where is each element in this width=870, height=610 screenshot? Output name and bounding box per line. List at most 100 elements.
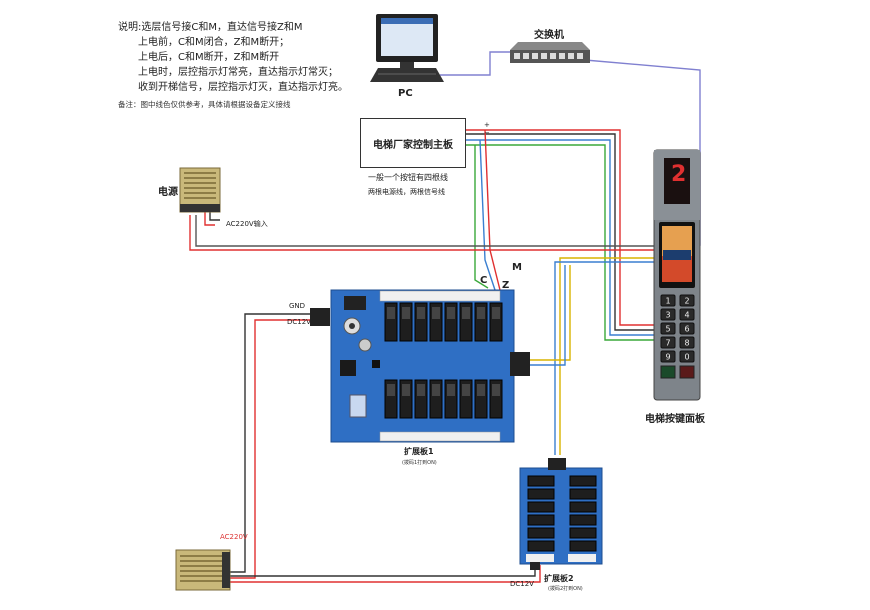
relay: [527, 540, 555, 552]
board1-connector: [510, 352, 530, 376]
keypad-key-8[interactable]: 8: [679, 336, 695, 349]
m-blue-wire: [554, 261, 655, 455]
relay: [474, 302, 488, 342]
ac220v-label: AC220V: [220, 533, 248, 541]
notes-line-2: 上电后，C和M断开，Z和M断开: [138, 52, 280, 63]
board1-label: 扩展板1: [404, 447, 434, 456]
pc-icon: [370, 14, 444, 82]
keypad: 1 2 3 4 5 6 7 8 9 0: [660, 294, 695, 363]
c-green-wire: [474, 145, 489, 289]
switch-icon: [510, 42, 590, 63]
notes-line-1: 上电前，C和M闭合，Z和M断开；: [138, 37, 290, 48]
relay-bank-2: [527, 475, 597, 552]
panel-bottom-buttons: [660, 365, 695, 379]
keypad-key-label: 5: [665, 325, 670, 334]
relay: [569, 527, 597, 539]
c-blue-wire: [479, 139, 496, 291]
relay: [489, 302, 503, 342]
relay: [384, 379, 398, 419]
notes-line-4: 收到开梯信号，层控指示灯灭，直达指示灯亮。: [138, 82, 348, 93]
pc-switch-wire: [440, 51, 510, 76]
relay: [527, 488, 555, 500]
board1-out-yellow: [530, 265, 571, 361]
notes-block: 说明:选层信号接C和M，直达信号接Z和M 上电前，C和M闭合，Z和M断开； 上电…: [118, 20, 348, 112]
keypad-key-0[interactable]: 0: [679, 350, 695, 363]
keypad-key-2[interactable]: 2: [679, 294, 695, 307]
keypad-key-4[interactable]: 4: [679, 308, 695, 321]
keypad-key-label: 4: [684, 311, 689, 320]
power-top-label: 电源: [158, 187, 178, 198]
relay: [444, 302, 458, 342]
dc-red-wire-2: [230, 565, 541, 583]
dc-black-wire-2: [230, 565, 536, 577]
switch-label: 交换机: [534, 30, 564, 41]
ac-red-wire: [204, 208, 215, 226]
dc-black-wire-1: [230, 313, 320, 573]
keypad-key-label: 1: [665, 297, 670, 306]
relay: [414, 379, 428, 419]
c-label: C: [480, 275, 488, 286]
keypad-key-label: 8: [684, 339, 689, 348]
keypad-key-label: 2: [684, 297, 689, 306]
relay-bank-1: [384, 302, 503, 419]
power-supply-top-icon: [179, 167, 221, 213]
relay: [474, 379, 488, 419]
notes-line-3: 上电时，层控指示灯常亮，直达指示灯常灭；: [138, 67, 338, 78]
relay: [527, 514, 555, 526]
m-yellow-wire: [559, 257, 655, 455]
keypad-key-label: 6: [684, 325, 689, 334]
dc12v-label-2: DC12V: [510, 580, 534, 588]
relay: [414, 302, 428, 342]
relay: [489, 379, 503, 419]
gnd-label: GND: [289, 302, 306, 310]
dc-red-wire-1: [230, 319, 320, 579]
power-black-wire: [195, 215, 655, 247]
keypad-key-7[interactable]: 7: [660, 336, 676, 349]
relay: [569, 501, 597, 513]
keypad-key-label: 9: [665, 353, 670, 362]
keypad-key-3[interactable]: 3: [660, 308, 676, 321]
relay: [429, 302, 443, 342]
relay: [527, 527, 555, 539]
keypad-key-9[interactable]: 9: [660, 350, 676, 363]
expansion-board-2: [519, 458, 603, 570]
relay: [399, 379, 413, 419]
relay: [527, 475, 555, 487]
board1-sub-label: (拨码1打到ON): [402, 460, 437, 466]
dc12v-label-1: DC12V: [287, 318, 311, 326]
wires: [189, 51, 701, 583]
panel-label: 电梯按键面板: [645, 414, 705, 425]
elevator-panel: [653, 149, 701, 401]
plus-mark: +: [484, 121, 490, 129]
keypad-key-label: 3: [665, 311, 670, 320]
board2-sub-label: (拨码2打到ON): [548, 586, 583, 592]
m-label: M: [512, 262, 522, 273]
one-button-note: 一般一个按钮有四根线: [368, 173, 448, 182]
board1-out-blue: [530, 265, 566, 366]
ctrl-red-wire: [464, 129, 655, 326]
floor-display-digit: 2: [671, 162, 687, 187]
keypad-key-5[interactable]: 5: [660, 322, 676, 335]
relay: [384, 302, 398, 342]
ctrl-black-wire: [464, 133, 655, 331]
board2-label: 扩展板2: [544, 574, 574, 583]
notes-remark: 备注：图中线色仅供参考，具体请根据设备定义接线: [118, 100, 291, 109]
ac-input-label: AC220V输入: [226, 220, 268, 228]
keypad-key-6[interactable]: 6: [679, 322, 695, 335]
relay: [527, 501, 555, 513]
relay: [569, 540, 597, 552]
wires-desc-note: 两根电源线，两根信号线: [368, 188, 445, 196]
keypad-key-label: 7: [665, 339, 670, 348]
ctrl-blue-wire: [464, 139, 655, 336]
relay: [569, 475, 597, 487]
relay: [569, 488, 597, 500]
power-supply-bottom-icon: [175, 549, 231, 591]
pc-label: PC: [398, 88, 413, 99]
keypad-key-1[interactable]: 1: [660, 294, 676, 307]
power-red-wire: [189, 215, 655, 251]
ctrl-green-wire: [464, 144, 655, 341]
keypad-key-label: 0: [684, 353, 689, 362]
relay: [569, 514, 597, 526]
minus-mark: −: [484, 129, 490, 137]
